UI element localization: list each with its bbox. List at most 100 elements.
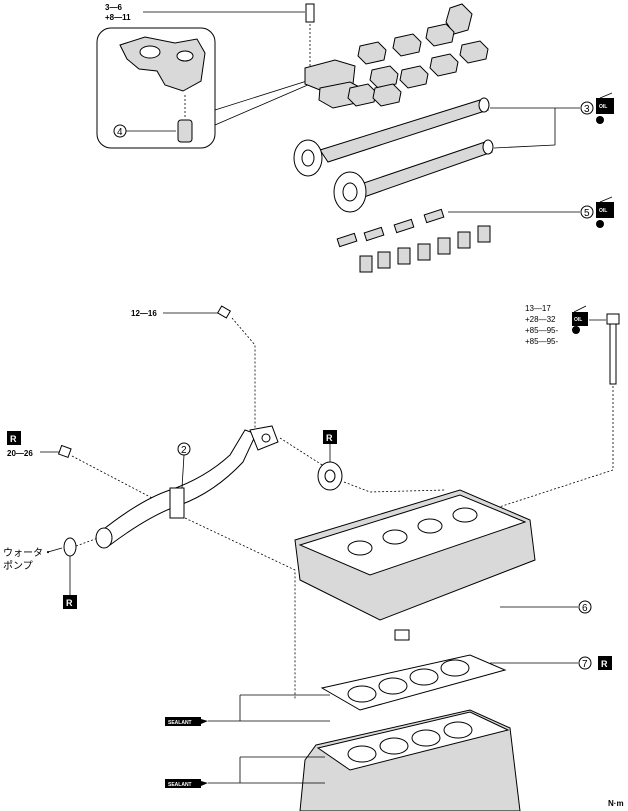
cylinder-head: 6	[294, 489, 592, 641]
exhaust-cam-hub	[301, 149, 315, 167]
head-bolt-dash	[489, 386, 614, 511]
callout-6: 6	[582, 603, 588, 614]
replace-pump-text: R	[10, 434, 17, 444]
head-port-1	[347, 540, 373, 556]
gasket-bore-4	[440, 659, 470, 677]
exhaust-cam-end	[478, 97, 490, 113]
follower-7	[477, 225, 491, 243]
head-bolt-oil-label: OIL	[574, 317, 582, 323]
cam-cap-bore	[139, 45, 161, 59]
head-port-4	[452, 507, 478, 523]
head-stud	[394, 629, 410, 641]
rocker-3	[393, 218, 415, 234]
head-port-3	[417, 518, 443, 534]
cap-3	[425, 23, 455, 47]
oring-shape	[63, 537, 77, 557]
pipe-bolt-dash	[231, 317, 256, 428]
pump-bolt-shape	[57, 444, 72, 459]
pipe-bolt-torque: 12—16	[131, 309, 157, 318]
callout-7-circle	[578, 656, 592, 670]
head-bolt-torque-4: +85—95-	[525, 337, 558, 346]
unit-label: N·m	[608, 799, 624, 808]
rocker-1	[336, 232, 358, 248]
water-pipe-bolt: 12—16	[131, 305, 256, 428]
cap-1	[357, 41, 387, 65]
block-bore-1	[347, 745, 377, 763]
pipe-bolt-shape	[216, 305, 232, 319]
pump-label-leader	[47, 547, 63, 553]
gasket-bore-3	[409, 668, 439, 686]
water-pipe-inlet	[95, 527, 113, 549]
block-bore-4	[443, 721, 473, 739]
cap-bolt: 3—6 +8—11	[105, 3, 315, 68]
gasket-hole	[324, 469, 336, 483]
replace-badge-pump	[7, 431, 21, 445]
flange-dash	[279, 437, 331, 471]
sealant-1: SEALANT	[165, 694, 330, 726]
oil-label-5: OIL	[599, 208, 607, 214]
water-pipe-bracket	[169, 487, 185, 519]
callout-3-leader-b	[493, 144, 556, 149]
oil-badge-3: OIL	[596, 92, 614, 124]
intake-cam-end	[482, 139, 494, 155]
callout-4: 4	[117, 127, 123, 138]
sealant-2: SEALANT	[165, 756, 325, 788]
oil-label-3: OIL	[599, 104, 607, 110]
sealant-nozzle-2	[201, 781, 208, 786]
dowel-pin	[177, 119, 193, 143]
oil-drop-3	[596, 116, 604, 124]
sealant-nozzle-1	[201, 719, 208, 724]
sealant-tube-2	[165, 779, 201, 788]
head-bolt-oil-spout	[573, 305, 587, 313]
replace-gasket-7-text: R	[601, 659, 608, 669]
replace-badge-gasket-7	[598, 656, 612, 670]
flange-hole	[261, 433, 271, 443]
follower-4	[417, 243, 431, 261]
cylinder-block	[299, 709, 521, 811]
replace-oring-text: R	[66, 598, 73, 608]
head-bolt-torque-3: +85—95-	[525, 326, 558, 335]
inset-leader-a	[214, 79, 311, 111]
cam-cap-bore-2	[176, 50, 194, 62]
oil-badge-5: OIL	[596, 196, 614, 228]
pipe-gasket: R	[317, 430, 446, 493]
pump-bolt-torque: 20—26	[7, 449, 33, 458]
follower-1	[359, 255, 373, 273]
bracket-dash	[184, 517, 296, 700]
replace-badge-gasket	[323, 430, 337, 444]
follower-3	[397, 247, 411, 265]
sealant-text-2: SEALANT	[168, 782, 192, 788]
head-bolt-oil-can	[572, 312, 588, 326]
head-bolt-torque-1: 13—17	[525, 304, 551, 313]
rocker-4	[423, 208, 445, 224]
oil-can-body-5	[596, 202, 614, 218]
pump-oring: ウォータ・ ポンプ R	[3, 537, 99, 609]
cap-2	[392, 33, 422, 57]
cap-thrust	[445, 3, 473, 35]
callout-2-leader	[181, 454, 185, 489]
sealant-tube-1	[165, 717, 201, 726]
block-bore-2	[379, 737, 409, 755]
intake-camshaft	[357, 141, 493, 198]
gasket-dash	[343, 481, 446, 493]
head-bolt-oil-drop	[572, 326, 580, 334]
cap-6	[399, 65, 429, 89]
callout-7: 7	[582, 659, 588, 670]
cap-bolt-torque-2: +8—11	[105, 13, 131, 22]
cap-bolt-torque-1: 3—6	[105, 3, 122, 12]
oil-spout-3	[599, 92, 613, 99]
callout-2: 2	[181, 445, 187, 456]
rocker-2	[363, 226, 385, 242]
head-port-2	[382, 529, 408, 545]
callout-5: 5	[584, 208, 590, 219]
replace-badge-oring	[63, 595, 77, 609]
cap-bolt-shape	[305, 3, 315, 23]
cap-9	[372, 83, 402, 107]
detail-inset: 4	[96, 27, 311, 149]
cap-4	[459, 40, 489, 64]
water-pipe: R 20—26 2	[7, 425, 331, 700]
replace-gasket-text: R	[326, 433, 333, 443]
sealant-text-1: SEALANT	[168, 720, 192, 726]
follower-6	[457, 231, 471, 249]
